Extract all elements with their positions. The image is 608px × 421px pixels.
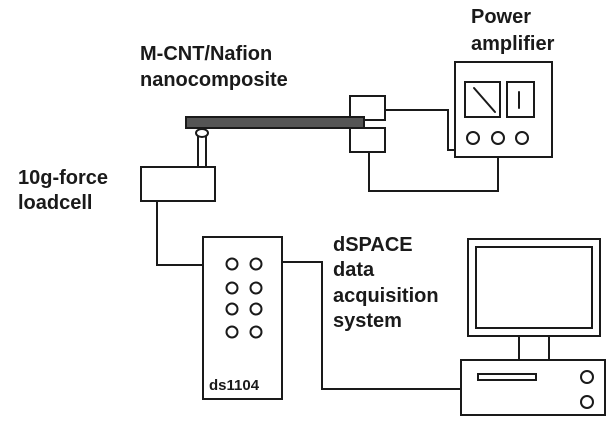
wire-board-to-computer xyxy=(262,261,461,390)
amplifier-terminal-1 xyxy=(466,131,480,145)
loadcell-label: 10g-force loadcell xyxy=(18,167,108,214)
amplifier-terminal-2 xyxy=(491,131,505,145)
monitor-screen xyxy=(475,246,593,329)
amplifier-terminal-3 xyxy=(515,131,529,145)
loadcell-probe-tip-icon xyxy=(195,128,209,138)
amplifier-meter-right xyxy=(506,81,535,118)
amplifier-meter-needle-icon xyxy=(473,87,496,113)
monitor-stand xyxy=(518,335,550,361)
amplifier-label-line-2: amplifier xyxy=(471,33,555,55)
dspace-label-line-2: data xyxy=(333,259,375,281)
loadcell xyxy=(140,128,216,202)
nanocomposite-strip xyxy=(185,116,365,129)
computer xyxy=(460,238,606,416)
ds1104-port-4 xyxy=(249,281,263,295)
dspace-label-line-4: system xyxy=(333,310,402,332)
composite-label-line-2: nanocomposite xyxy=(140,69,288,91)
dspace-label-line-1: dSPACE xyxy=(333,234,413,256)
composite-label-line-1: M-CNT/Nafion xyxy=(140,43,272,65)
ds1104-port-6 xyxy=(249,302,263,316)
electrode-clamp-lower xyxy=(349,127,386,153)
ds1104-label: ds1104 xyxy=(209,377,260,394)
ds1104-body xyxy=(202,236,283,400)
power-button-icon xyxy=(580,370,594,384)
amplifier-label-line-1: Power xyxy=(471,6,531,28)
computer-base-unit xyxy=(460,359,606,416)
ds1104-port-3 xyxy=(225,281,239,295)
loadcell-body xyxy=(140,166,216,202)
loadcell-label-line-1: 10g-force xyxy=(18,167,108,189)
ds1104-port-1 xyxy=(225,257,239,271)
composite-label: M-CNT/Nafion nanocomposite xyxy=(140,43,288,91)
power-amplifier xyxy=(454,61,553,158)
dspace-label: dSPACE data acquisition system xyxy=(333,234,439,332)
amplifier-label: Power amplifier xyxy=(471,6,555,55)
disk-drive-slot-icon xyxy=(477,373,537,381)
reset-button-icon xyxy=(580,395,594,409)
ds1104-port-2 xyxy=(249,257,263,271)
loadcell-label-line-2: loadcell xyxy=(18,192,92,214)
ds1104-board: ds1104 xyxy=(202,236,283,400)
dspace-label-line-3: acquisition xyxy=(333,285,439,307)
ds1104-port-5 xyxy=(225,302,239,316)
ds1104-port-8 xyxy=(249,325,263,339)
wire-lower-electrode xyxy=(368,136,499,192)
ds1104-port-7 xyxy=(225,325,239,339)
nanocomposite-actuator xyxy=(185,95,386,153)
